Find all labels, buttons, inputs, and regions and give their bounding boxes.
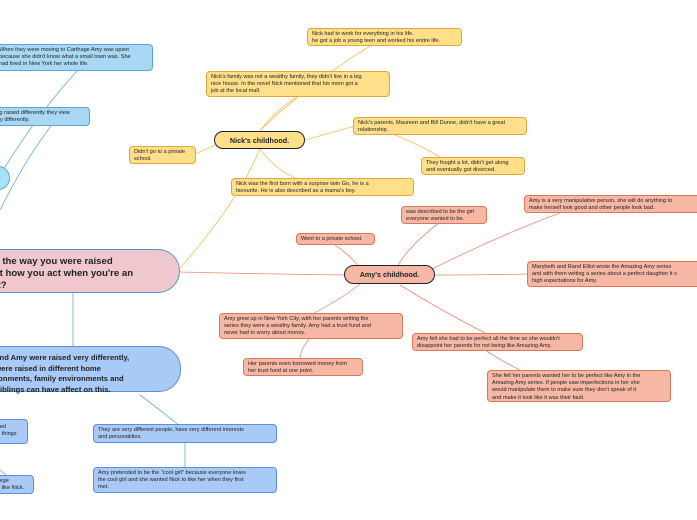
amy-note-manipulative[interactable]: Amy is a very manipulative person, she w…: [524, 195, 697, 213]
note-raised-things[interactable]: sed e things: [0, 419, 28, 444]
amy-note-borrowed-money[interactable]: Her parents even borrowed money from her…: [243, 358, 363, 376]
amy-note-amazing-amy-series[interactable]: Marybeth and Rand Elliot wrote the Amazi…: [527, 261, 697, 287]
note-raised-differently[interactable]: ing raised differently they view ery dif…: [0, 107, 90, 126]
amy-note-private-school[interactable]: Went to a private school.: [296, 233, 375, 245]
conclusion-hub[interactable]: k and Amy were raised very differently, …: [0, 346, 181, 394]
amy-note-perfect[interactable]: Amy felt she had to be perfect all the t…: [412, 333, 583, 351]
note-different-people[interactable]: They are very different people, have ver…: [93, 424, 277, 443]
note-college[interactable]: llege g like Nick.: [0, 475, 34, 494]
nick-note-school[interactable]: Didn't go to a private school.: [129, 146, 196, 164]
nick-note-fought[interactable]: They fought a lot, didn't get along and …: [421, 157, 525, 175]
amy-note-girl-everyone-wanted[interactable]: was described to be the girl everyone wa…: [401, 206, 487, 224]
nick-note-work[interactable]: Nick had to work for everything in his l…: [307, 28, 462, 46]
amy-childhood-hub[interactable]: Amy's childhood.: [344, 265, 435, 284]
nick-childhood-hub[interactable]: Nick's childhood.: [214, 131, 305, 149]
note-cool-girl[interactable]: Amy pretended to be the "cool girl" beca…: [93, 467, 277, 493]
nick-note-first-born[interactable]: Nick was the first born with a surprise …: [231, 178, 414, 196]
amy-note-manipulate-others[interactable]: She felt her parents wanted her to be pe…: [487, 370, 671, 402]
amy-note-new-york[interactable]: Amy grew up in New York City, with her p…: [219, 313, 403, 339]
central-topic[interactable]: es the way you were raised ect how you a…: [0, 249, 180, 293]
note-moving-to-carthage[interactable]: When they were moving to Carthage Amy wa…: [0, 44, 153, 71]
nick-note-family-wealth[interactable]: Nick's family was not a wealthy family, …: [206, 71, 390, 97]
nick-note-parents[interactable]: Nick's parents, Maureen and Bill Dunne, …: [353, 117, 527, 135]
